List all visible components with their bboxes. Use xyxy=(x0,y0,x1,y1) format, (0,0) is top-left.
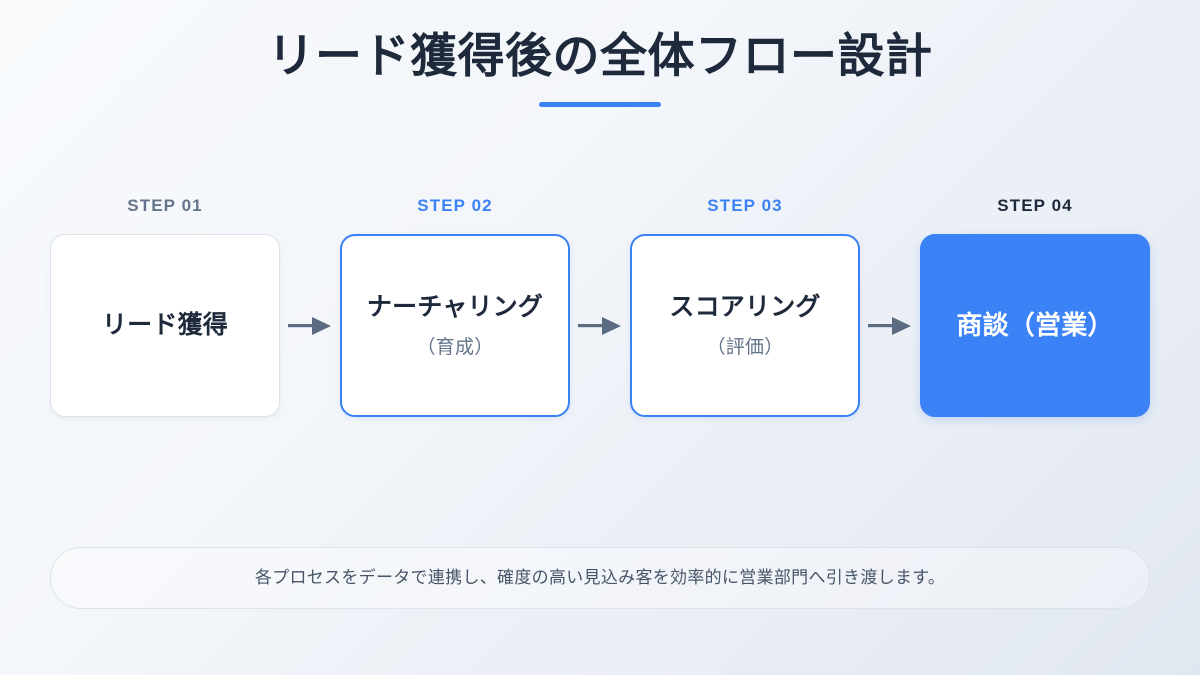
title-block: リード獲得後の全体フロー設計 xyxy=(0,28,1200,108)
arrow-right-icon-2 xyxy=(570,234,630,417)
arrow-right-icon-3 xyxy=(860,234,920,417)
flow-step-1: STEP 01 リード獲得 xyxy=(50,196,280,417)
step-label-1: STEP 01 xyxy=(127,196,203,215)
footer-note-container: 各プロセスをデータで連携し、確度の高い見込み客を効率的に営業部門へ引き渡します。 xyxy=(50,547,1150,609)
flow-card-3[interactable]: スコアリング （評価） xyxy=(630,234,860,417)
flow-card-title-4: 商談（営業） xyxy=(956,310,1114,341)
step-label-4: STEP 04 xyxy=(997,196,1073,215)
step-label-3: STEP 03 xyxy=(707,196,783,215)
flow-card-2[interactable]: ナーチャリング （育成） xyxy=(340,234,570,417)
footer-note-text: 各プロセスをデータで連携し、確度の高い見込み客を効率的に営業部門へ引き渡します。 xyxy=(254,568,946,588)
flow-card-title-3: スコアリング xyxy=(669,292,821,321)
flow-card-1[interactable]: リード獲得 xyxy=(50,234,280,417)
flow-card-subtitle-3: （評価） xyxy=(706,337,784,359)
flow-step-3: STEP 03 スコアリング （評価） xyxy=(630,196,860,417)
page-title: リード獲得後の全体フロー設計 xyxy=(267,29,933,82)
flow-card-title-2: ナーチャリング xyxy=(366,292,544,321)
title-underline-accent xyxy=(539,102,661,108)
arrow-right-icon-1 xyxy=(280,234,340,417)
step-label-2: STEP 02 xyxy=(417,196,493,215)
flow-diagram: STEP 01 リード獲得 STEP 02 ナーチャリング （育成） xyxy=(50,196,1150,436)
flow-card-subtitle-2: （育成） xyxy=(416,337,494,359)
flow-step-2: STEP 02 ナーチャリング （育成） xyxy=(340,196,570,417)
flow-card-title-1: リード獲得 xyxy=(101,310,228,339)
flow-step-4: STEP 04 商談（営業） xyxy=(920,196,1150,417)
flow-card-4[interactable]: 商談（営業） xyxy=(920,234,1150,417)
